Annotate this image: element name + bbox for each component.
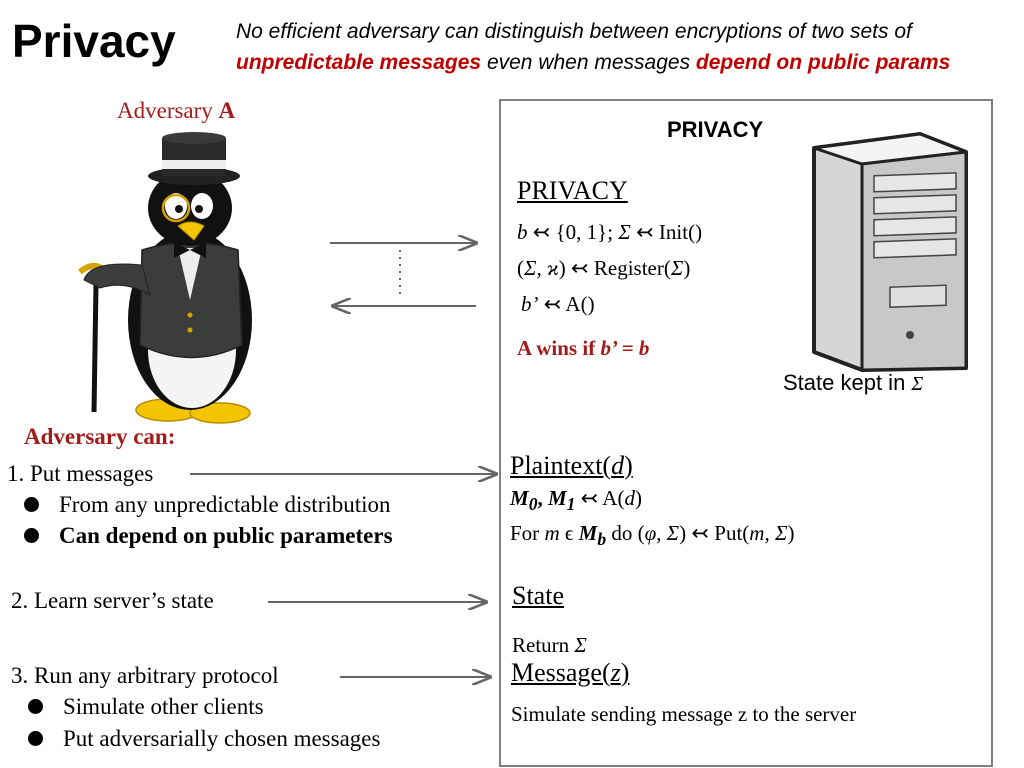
game-win-condition: A wins if b’ = b xyxy=(517,336,649,361)
var-d: d xyxy=(624,486,635,510)
server-state-text: State kept in xyxy=(783,370,911,395)
message-title-text: Message( xyxy=(511,658,611,687)
var-sigma: Σ xyxy=(618,220,630,244)
game-line-register: (Σ, ϰ) ↢ Register(Σ) xyxy=(517,256,690,281)
comma: , xyxy=(537,486,548,510)
var-M0: M xyxy=(510,486,529,510)
var-Mb: M xyxy=(579,521,598,545)
var-put-args: m, Σ xyxy=(749,521,787,545)
init-rest: ↢ Init() xyxy=(631,220,702,244)
reg-mid: ) ↢ Register( xyxy=(559,256,671,280)
loop-end: ) xyxy=(787,521,794,545)
message-close: ) xyxy=(621,658,630,687)
loop-do: do ( xyxy=(606,521,645,545)
sample-end: ) xyxy=(635,486,642,510)
reg-close: ) xyxy=(683,256,690,280)
var-sigma-kappa: Σ, ϰ xyxy=(524,256,559,280)
plaintext-line-loop: For m ϵ Mb do (φ, Σ) ↢ Put(m, Σ) xyxy=(510,521,794,550)
plaintext-arg: d xyxy=(611,451,624,480)
server-state-sigma: Σ xyxy=(911,373,923,395)
reg-open: ( xyxy=(517,256,524,280)
win-text: A wins if xyxy=(517,336,600,360)
var-phi-sigma: φ, Σ xyxy=(645,521,680,545)
plaintext-close: ) xyxy=(624,451,633,480)
guess-rest: ↢ A() xyxy=(539,292,595,316)
state-line-return: Return Σ xyxy=(512,633,587,658)
oracle-plaintext-title: Plaintext(d) xyxy=(510,451,633,481)
init-mid: ↢ {0, 1}; xyxy=(528,220,619,244)
oracle-state-title: State xyxy=(512,581,564,611)
sub-b: b xyxy=(597,529,606,549)
var-M1: M xyxy=(548,486,567,510)
var-sigma: Σ xyxy=(671,256,683,280)
var-b: b xyxy=(517,220,528,244)
message-arg: z xyxy=(611,658,621,687)
var-sigma: Σ xyxy=(574,633,586,657)
oracle-message-title: Message(z) xyxy=(511,658,629,688)
server-state-label: State kept in Σ xyxy=(783,370,923,396)
game-line-init: b ↢ {0, 1}; Σ ↢ Init() xyxy=(517,220,702,245)
loop-put: ) ↢ Put( xyxy=(679,521,749,545)
win-cond: b’ = b xyxy=(600,336,649,360)
var-m: m xyxy=(544,521,559,545)
plaintext-title-text: Plaintext( xyxy=(510,451,611,480)
state-return: Return xyxy=(512,633,574,657)
loop-in: ϵ xyxy=(560,521,579,545)
loop-pre: For xyxy=(510,521,544,545)
message-line-body: Simulate sending message z to the server xyxy=(511,702,856,727)
plaintext-line-sample: M0, M1 ↢ A(d) xyxy=(510,486,642,515)
sample-rest: ↢ A( xyxy=(575,486,624,510)
game-heading-serif: PRIVACY xyxy=(517,176,628,206)
game-heading-sans: PRIVACY xyxy=(667,117,763,143)
server-tower-icon xyxy=(810,130,970,375)
game-line-guess: b’ ↢ A() xyxy=(521,292,595,317)
var-b-prime: b’ xyxy=(521,292,539,316)
